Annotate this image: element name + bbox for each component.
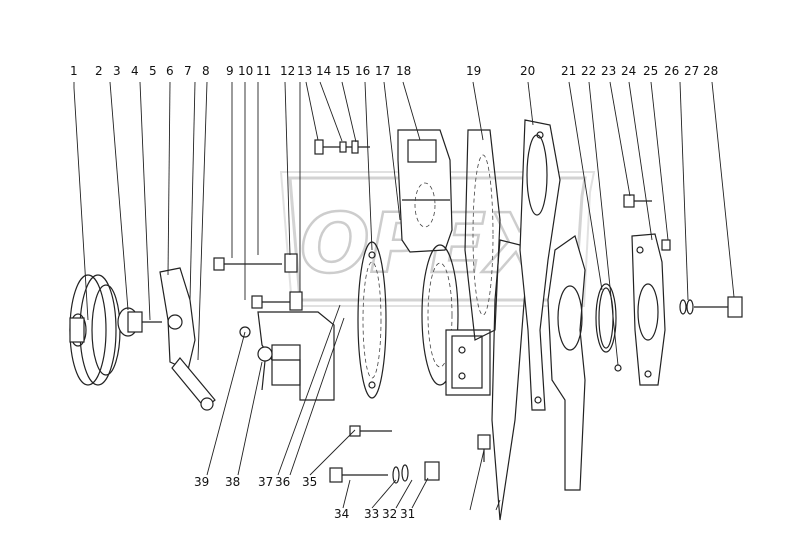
bracket-block (239, 311, 335, 401)
callout-12: 12 (280, 64, 295, 78)
callout-34: 34 (334, 507, 349, 521)
callout-9: 9 (226, 64, 234, 78)
callout-36: 36 (275, 475, 290, 489)
callout-28: 28 (703, 64, 718, 78)
callout-10: 10 (238, 64, 253, 78)
tensioner-arm (159, 267, 216, 411)
callout-35: 35 (302, 475, 317, 489)
callout-17: 17 (375, 64, 390, 78)
callout-27: 27 (684, 64, 699, 78)
callout-15: 15 (335, 64, 350, 78)
bolt-23 (623, 194, 652, 208)
callout-3: 3 (113, 64, 121, 78)
callout-18: 18 (396, 64, 411, 78)
callouts-bottom: 39 38 37 36 35 34 33 32 31 (194, 475, 415, 521)
callout-38: 38 (225, 475, 240, 489)
callout-22: 22 (581, 64, 596, 78)
callout-14: 14 (316, 64, 331, 78)
leader-lines-top (73, 81, 735, 366)
callout-25: 25 (643, 64, 658, 78)
callout-33: 33 (364, 507, 379, 521)
bolts-left (213, 253, 303, 311)
callout-6: 6 (166, 64, 174, 78)
callout-24: 24 (621, 64, 636, 78)
back-plate-21 (547, 235, 586, 491)
cover-plate-20 (519, 119, 561, 411)
callout-37: 37 (258, 475, 273, 489)
hub-assembly (117, 307, 162, 337)
bolts-top (314, 139, 370, 155)
callout-1: 1 (70, 64, 78, 78)
pulley (69, 274, 121, 386)
callout-39: 39 (194, 475, 209, 489)
leader-lines-bottom (206, 304, 501, 511)
callout-2: 2 (95, 64, 103, 78)
flange-24 (631, 233, 671, 386)
bolts-bottom (329, 425, 491, 484)
intermediate-plate (421, 244, 491, 396)
callout-7: 7 (184, 64, 192, 78)
callouts-top: 1 2 3 4 5 6 7 8 9 10 11 12 13 14 15 16 1… (70, 64, 718, 78)
callout-4: 4 (131, 64, 139, 78)
timing-housing (397, 129, 453, 253)
callout-16: 16 (355, 64, 370, 78)
callout-23: 23 (601, 64, 616, 78)
callout-20: 20 (520, 64, 535, 78)
callout-32: 32 (382, 507, 397, 521)
callout-8: 8 (202, 64, 210, 78)
callout-19: 19 (466, 64, 481, 78)
callout-21: 21 (561, 64, 576, 78)
callout-26: 26 (664, 64, 679, 78)
gear-19 (464, 129, 526, 521)
callout-31: 31 (400, 507, 415, 521)
bolt-26-28 (679, 296, 743, 318)
callout-5: 5 (149, 64, 157, 78)
callout-13: 13 (297, 64, 312, 78)
callout-11: 11 (256, 64, 271, 78)
